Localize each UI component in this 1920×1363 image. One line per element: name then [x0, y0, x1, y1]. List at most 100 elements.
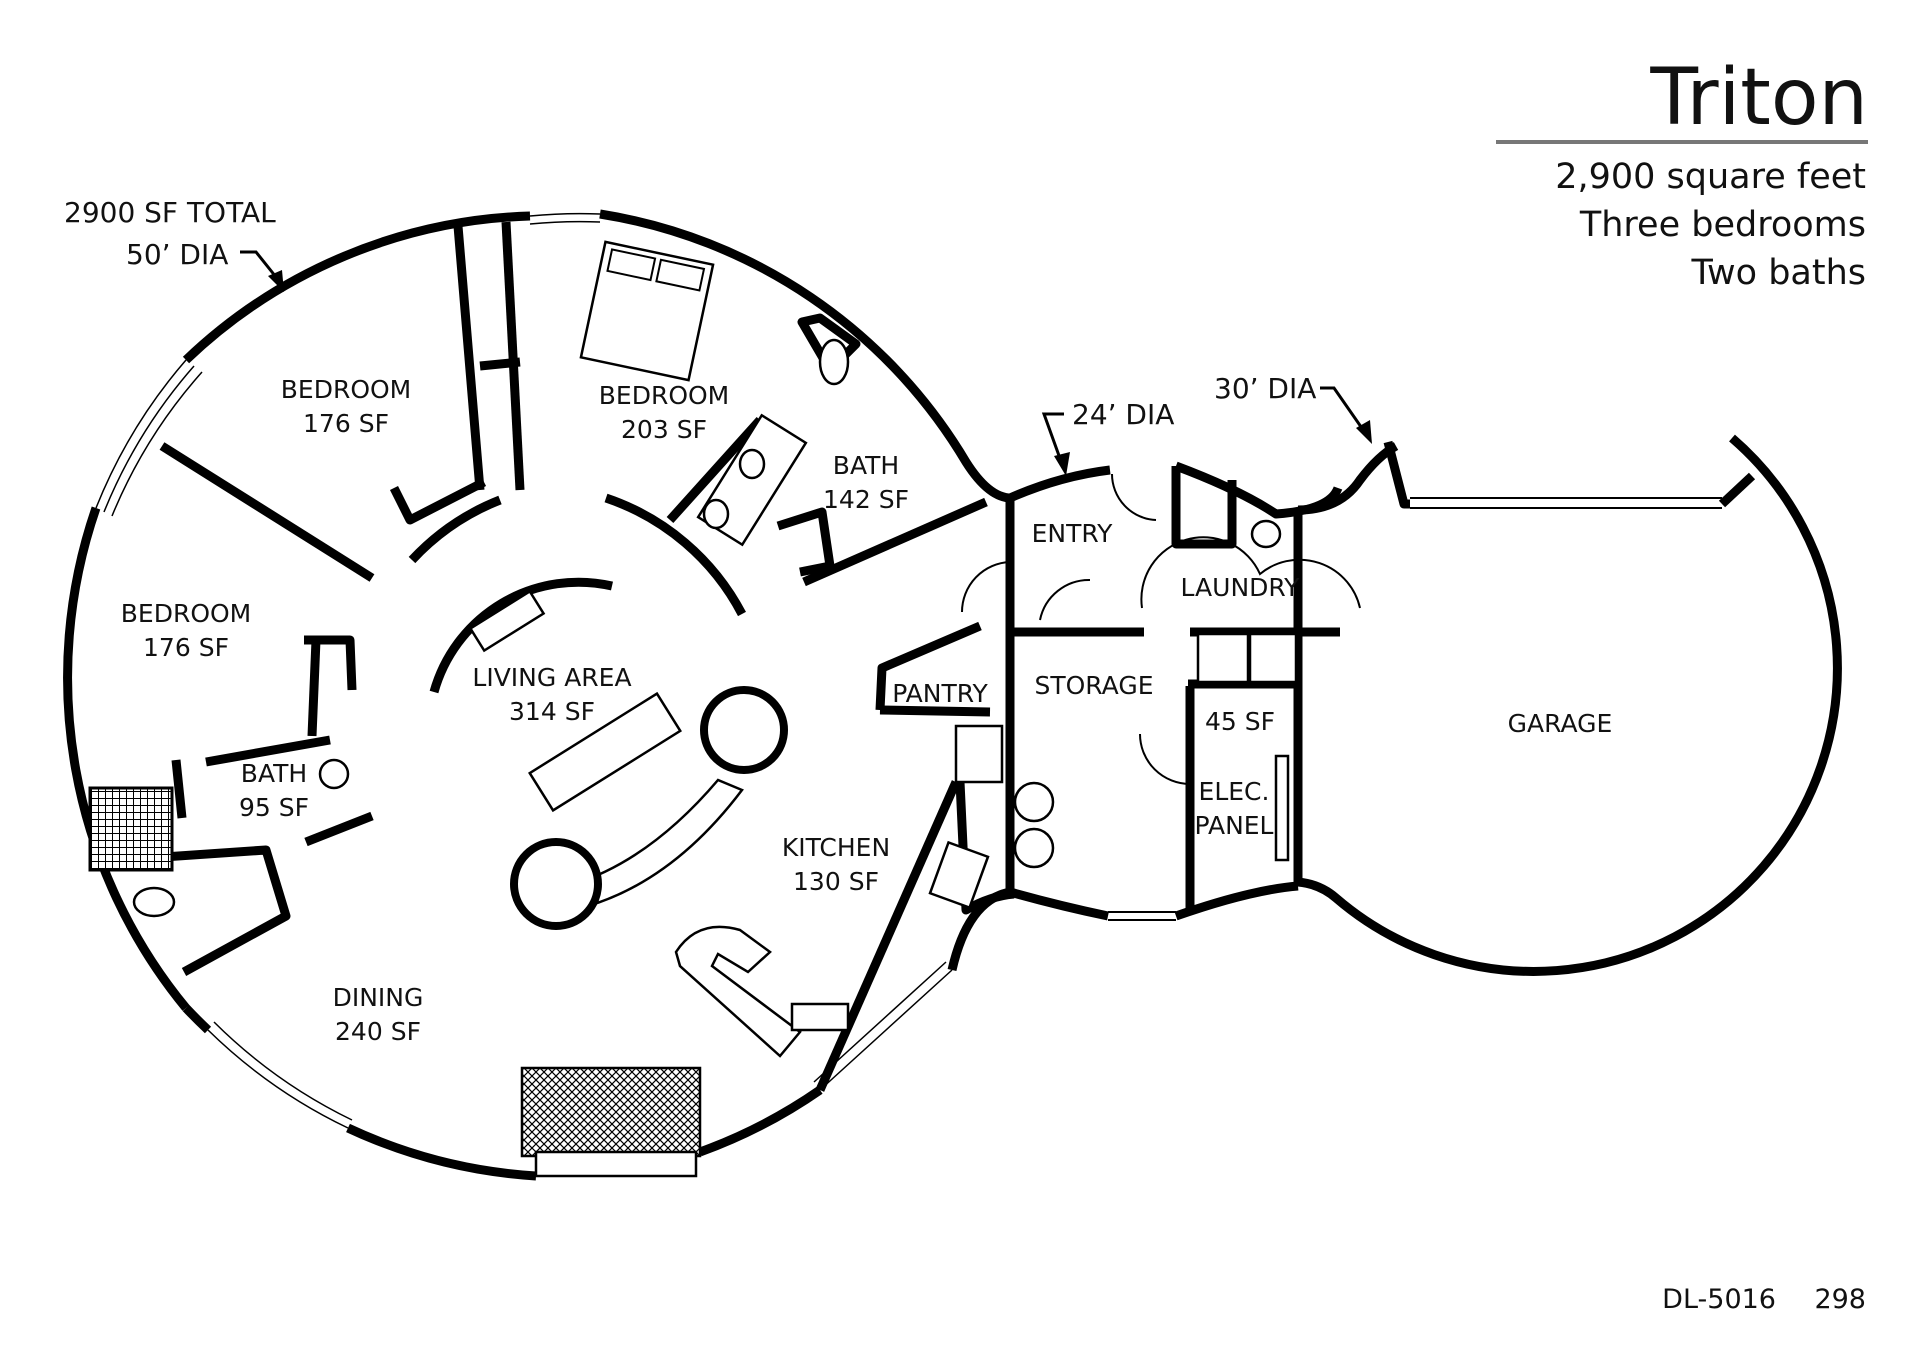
sofa-living — [528, 691, 682, 813]
elec-panel-line2: PANEL — [1194, 811, 1273, 840]
closet-nw-box — [389, 477, 487, 525]
window-north — [529, 212, 601, 225]
storage-name: STORAGE — [1034, 671, 1153, 700]
dryer — [1248, 632, 1298, 684]
laundry-door-swing — [1140, 536, 1361, 609]
entry-door-swing-west — [960, 561, 1011, 613]
laundry-name: LAUNDRY — [1181, 573, 1301, 602]
planter-south — [510, 838, 602, 930]
small-room-area: 45 SF — [1205, 707, 1275, 736]
water-heater-top — [1013, 781, 1055, 823]
garage-wall-main — [1297, 434, 1842, 976]
sink-ne-upper — [738, 448, 766, 480]
garage-name: GARAGE — [1508, 709, 1613, 738]
garage-connector-north — [1297, 442, 1399, 515]
bed-pillow-left — [606, 248, 657, 282]
garage-dome — [1297, 434, 1842, 976]
window-northwest — [95, 359, 203, 517]
toilet-w — [132, 886, 176, 918]
main-dome-wall-south — [346, 1123, 537, 1181]
shower-w — [88, 786, 174, 872]
main-dome-wall-west — [63, 506, 190, 1011]
closet-wall-north-c — [479, 357, 521, 371]
kitchen-fridge — [954, 724, 1004, 784]
bedroom-ne-area: 203 SF — [621, 415, 707, 444]
garage-wall-north-right — [1718, 472, 1756, 508]
sink-w — [318, 758, 350, 790]
total-area-label: 2900 SF TOTAL — [64, 196, 276, 229]
bedroom-ne-name: BEDROOM — [599, 381, 730, 410]
curved-bench — [572, 778, 744, 908]
kitchen-east-wall — [955, 781, 1015, 915]
kitchen-stove — [928, 840, 990, 910]
hearth-base — [534, 1150, 698, 1178]
washer — [1196, 632, 1250, 684]
main-dome — [63, 209, 1015, 1181]
dining-area: 240 SF — [335, 1017, 421, 1046]
entry-dome-wall-north — [1008, 465, 1111, 503]
kitchen-name: KITCHEN — [782, 833, 890, 862]
garage-dome-diameter-label: 30’ DIA — [1214, 372, 1316, 405]
closet-wall-north-b — [501, 221, 525, 491]
room-labels: BEDROOM 176 SF BEDROOM 203 SF BATH 142 S… — [121, 375, 1613, 1046]
pantry-name: PANTRY — [892, 679, 988, 708]
main-dome-leader-arrow — [240, 250, 282, 283]
water-heater-bottom — [1013, 827, 1055, 869]
bath-w-name: BATH — [241, 759, 307, 788]
main-dome-wall-northeast — [599, 209, 1015, 503]
pantry-wall — [879, 705, 991, 717]
bed-pillow-right — [655, 258, 706, 292]
hearth-hatched — [520, 1066, 702, 1158]
bath-w-area: 95 SF — [239, 793, 309, 822]
living-inner-wall-northeast — [604, 493, 746, 617]
electric-panel — [1274, 754, 1290, 862]
bath-ne-lower-closet — [776, 507, 835, 577]
plan-title: Triton — [1649, 53, 1868, 143]
spec-baths: Two baths — [1690, 253, 1866, 293]
coffee-table-living — [468, 589, 546, 653]
main-dome-diameter-label: 50’ DIA — [126, 238, 228, 271]
bath-w-closet — [307, 639, 321, 737]
closet-entry — [1171, 466, 1237, 549]
entry-dome-leader-arrow — [1041, 412, 1064, 465]
kitchen-sink — [790, 1002, 850, 1032]
dimension-annotations: 2900 SF TOTAL 50’ DIA 24’ DIA 30’ DIA — [64, 196, 1372, 476]
sink-ne-lower — [702, 498, 730, 530]
kitchen-counter-l — [674, 925, 802, 1058]
bath-ne-wall — [666, 416, 764, 524]
main-dome-wall-north — [182, 211, 531, 364]
garage-dome-leader-head — [1356, 420, 1372, 444]
main-dome-fixtures — [88, 240, 1004, 1058]
storage-door-swing — [1039, 578, 1091, 621]
planter-north — [700, 686, 788, 774]
elec-door-swing — [1139, 733, 1191, 785]
kitchen-counter-wall — [875, 621, 982, 711]
bath-w-wall-bottom — [119, 845, 291, 976]
living-inner-wall-north — [408, 495, 502, 564]
bath-w-wall-right — [304, 635, 357, 691]
bath-w-wall-left — [171, 759, 187, 819]
bath-ne-area: 142 SF — [823, 485, 909, 514]
dining-name: DINING — [333, 983, 424, 1012]
garage-door-opening — [1410, 497, 1722, 509]
laundry-sink — [1250, 519, 1282, 549]
entry-dome — [960, 461, 1361, 921]
footer: DL-5016 298 — [1662, 1284, 1866, 1315]
spec-area: 2,900 square feet — [1555, 157, 1866, 197]
bath-w-wall-lower — [304, 811, 374, 847]
spec-bedrooms: Three bedrooms — [1579, 205, 1866, 245]
bath-w-wall-top — [205, 735, 331, 767]
entry-dome-diameter-label: 24’ DIA — [1072, 398, 1174, 431]
main-dome-wall-southwest — [182, 1004, 212, 1034]
elec-panel-line1: ELEC. — [1199, 777, 1270, 806]
bath-ne-lower-wall — [802, 497, 988, 587]
living-name: LIVING AREA — [472, 663, 631, 692]
bedroom-nw-partition — [159, 442, 375, 582]
bedroom-nw-area: 176 SF — [303, 409, 389, 438]
main-dome-wall-southeast — [698, 1086, 823, 1157]
entry-dome-leader-head — [1054, 452, 1070, 476]
garage-dome-leader-arrow — [1320, 386, 1368, 435]
page-number: 298 — [1814, 1284, 1866, 1315]
bath-ne-name: BATH — [833, 451, 899, 480]
